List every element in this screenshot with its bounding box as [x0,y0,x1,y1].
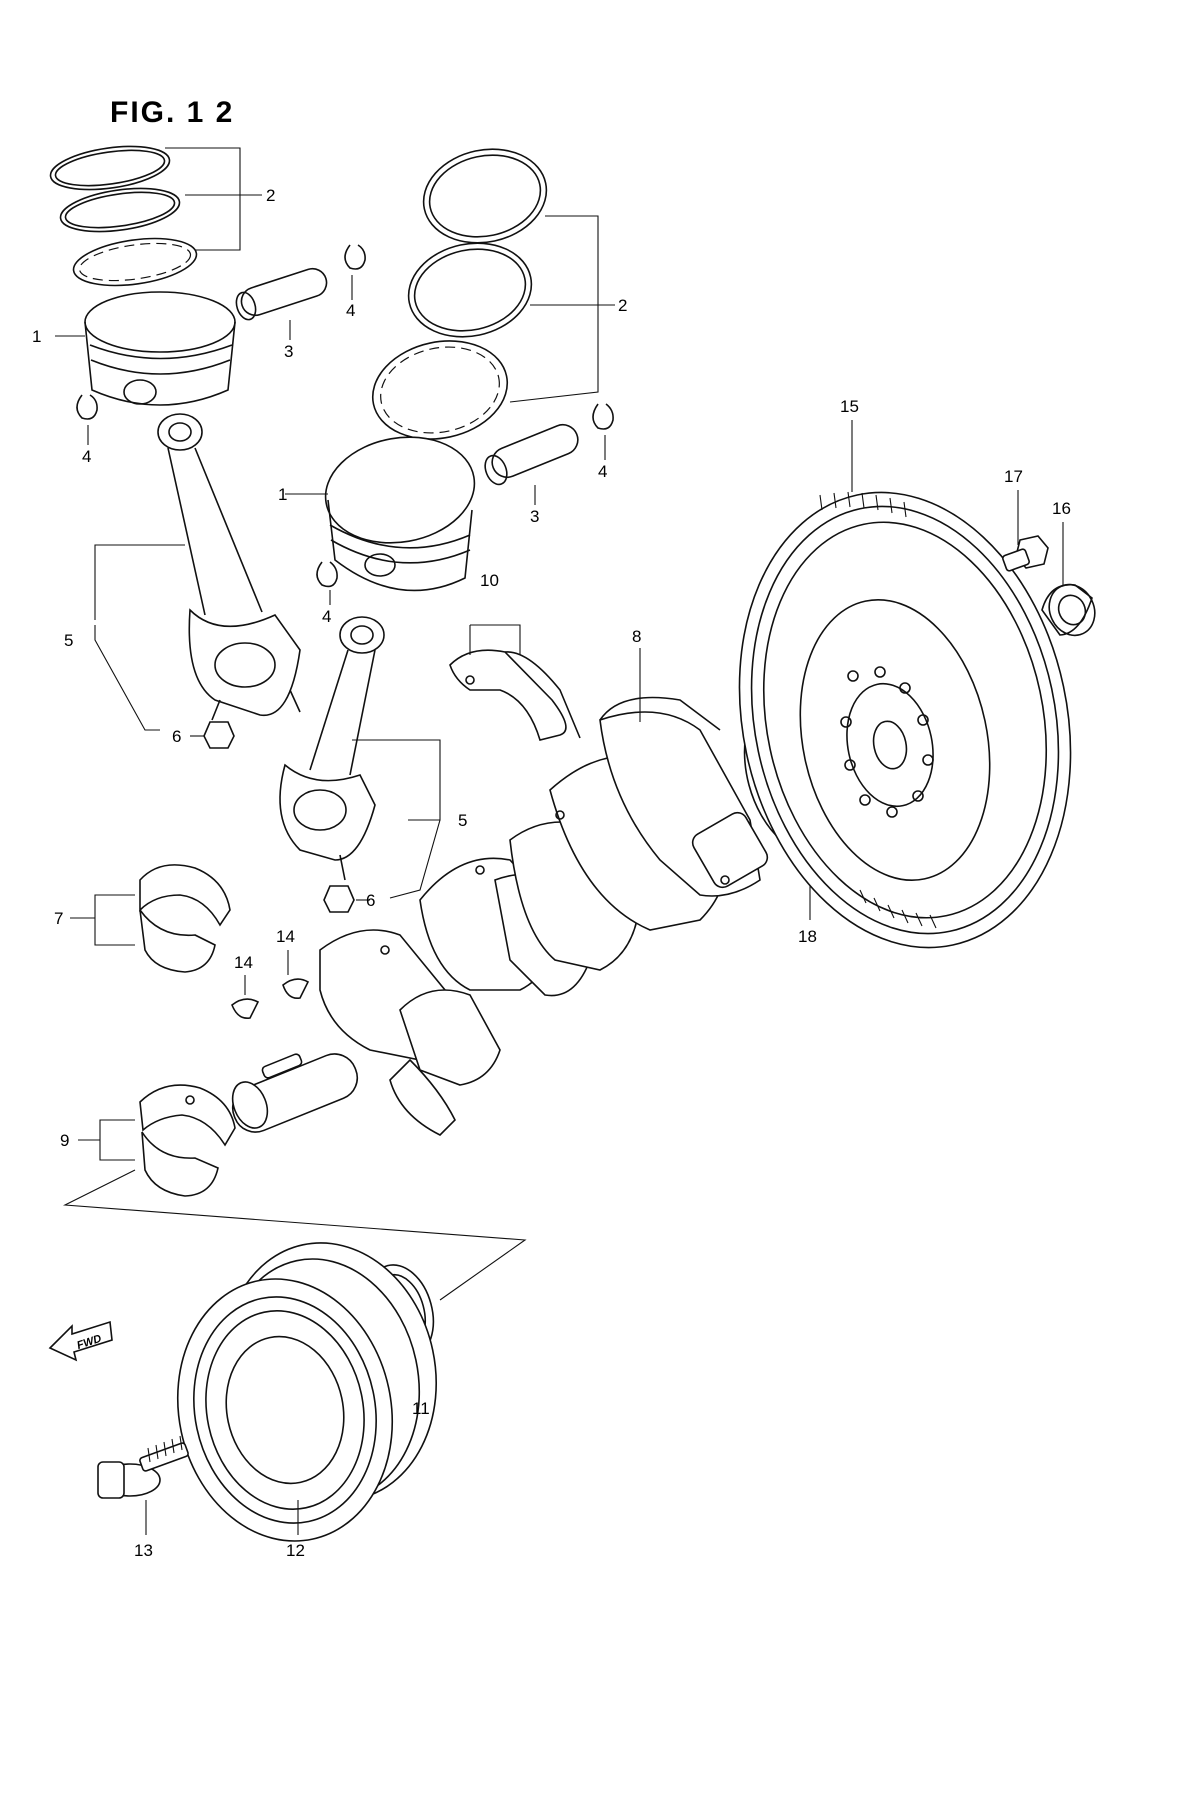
connecting-rod-left [157,413,301,721]
callout-14-right: 14 [276,927,295,946]
callout-17: 17 [1004,467,1023,486]
callout-12: 12 [286,1541,305,1560]
callout-8: 8 [632,627,641,646]
main-bearing-upper [449,649,581,741]
callout-4-right-bottom: 4 [322,607,331,626]
callout-3-right: 3 [530,507,539,526]
callout-15: 15 [840,397,859,416]
nut-left [203,721,235,749]
crankshaft-bearing-pair [139,1084,236,1197]
piston-rings-left [49,145,198,287]
callout-9: 9 [60,1131,69,1150]
callout-2-left: 2 [266,186,275,205]
crankshaft [231,696,769,1136]
circlip-left-2 [76,394,98,420]
callout-7: 7 [54,909,63,928]
figure-title: FIG. 1 2 [110,96,234,129]
callout-11: 11 [412,1399,430,1418]
piston-right [324,436,476,592]
circlip-left-1 [344,244,366,270]
circlip-right-2 [316,561,338,588]
flywheel-bolt [1002,535,1049,572]
piston-rings-right [371,148,548,440]
piston-pin-left [235,267,328,321]
callout-1-right: 1 [278,485,287,504]
callout-6-left: 6 [172,727,181,746]
piston-left [84,291,236,406]
callout-14-left: 14 [234,953,253,972]
woodruff-key-1 [231,998,260,1020]
callout-13: 13 [134,1541,153,1560]
piston-pin-right [484,423,579,486]
callout-18: 18 [798,927,817,946]
pulley-bolt [97,1435,189,1499]
callout-5-right: 5 [458,811,467,830]
nut-right [323,885,355,913]
connecting-rod-bearing-pair [139,864,231,973]
callout-16: 16 [1052,499,1071,518]
crankshaft-pulley [176,1242,438,1542]
callout-6-right: 6 [366,891,375,910]
input-shaft-bearing [1041,583,1096,637]
callout-1-left: 1 [32,327,41,346]
callout-4-left-bottom: 4 [82,447,91,466]
forward-arrow: FWD [48,1320,113,1362]
callout-4-right-top: 4 [598,462,607,481]
connecting-rod-right [279,616,385,881]
callout-labels: 1 2 3 4 4 5 6 1 2 3 4 4 5 6 7 8 9 10 11 … [32,186,1071,1560]
callout-10: 10 [480,571,499,590]
callout-5-left: 5 [64,631,73,650]
callout-4-left-top: 4 [346,301,355,320]
callout-2-right: 2 [618,296,627,315]
woodruff-key-2 [282,978,310,1000]
flywheel [738,491,1072,949]
circlip-right-1 [592,403,614,430]
callout-3-left: 3 [284,342,293,361]
